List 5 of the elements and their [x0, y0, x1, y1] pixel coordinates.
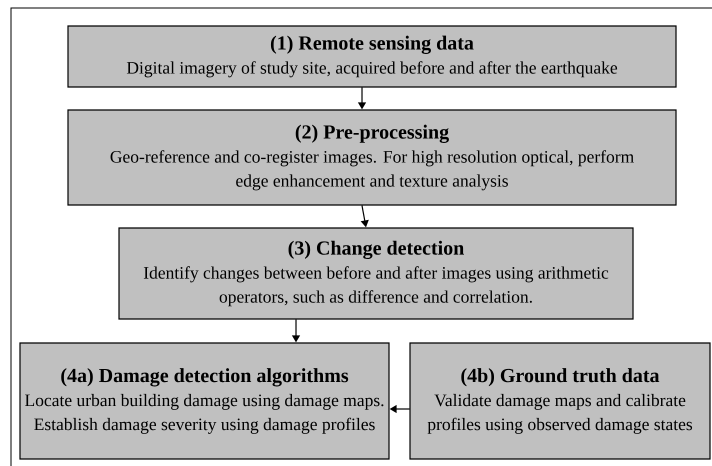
process-box: (2) Pre-processing Geo-reference and co-register images. For high resolution optical, perform edge enhancement and texture analysis [67, 109, 677, 206]
process-box: (4b) Ground truth data Validate damage maps and calibrate profiles using observed damage states [409, 342, 711, 460]
process-box: (3) Change detection Identify changes between before and after images using arithmetic operators, such as difference and correlation. [118, 227, 634, 320]
process-box: (1) Remote sensing data Digital imagery of study site, acquired before and after the earthquake [67, 25, 677, 88]
process-box: (4a) Damage detection algorithms Locate urban building damage using damage maps. Establish damage severity using damage profiles [19, 342, 390, 460]
